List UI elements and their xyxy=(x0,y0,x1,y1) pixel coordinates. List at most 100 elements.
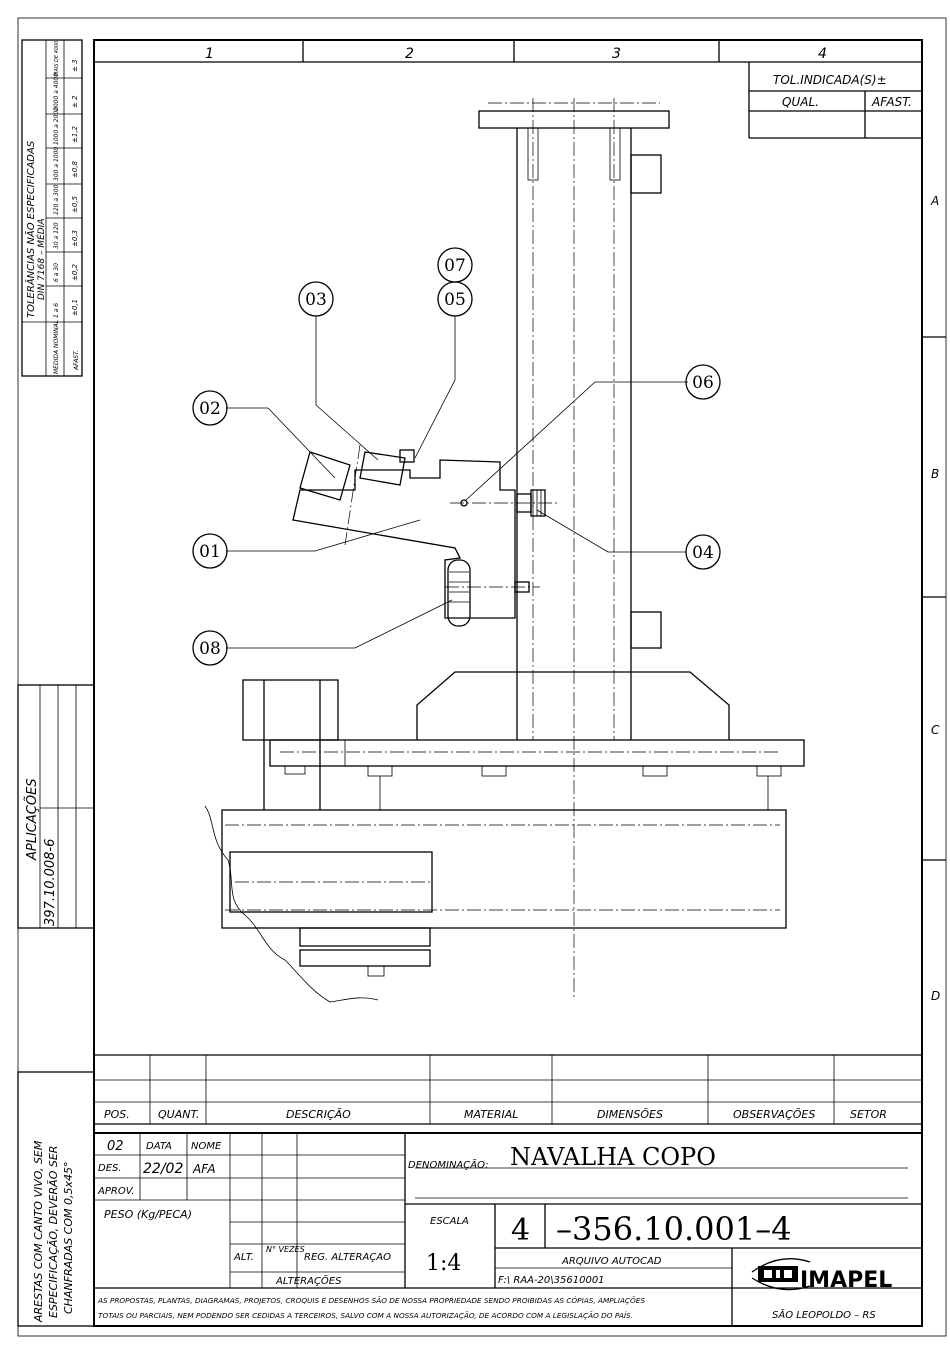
alteracoes-label: ALTERAÇÕES xyxy=(275,1274,342,1287)
parts-header-material: MATERIAL xyxy=(464,1108,518,1121)
tol-range-4: 120 a 300 xyxy=(53,184,60,215)
balloon-04-label: 04 xyxy=(692,543,714,563)
balloon-02-label: 02 xyxy=(199,399,221,419)
peso-label: PESO (Kg/PECA) xyxy=(104,1208,192,1221)
tol-value-1: ±0,1 xyxy=(71,299,79,316)
parts-header-pos: POS. xyxy=(104,1108,130,1121)
denominacao-label: DENOMINAÇÃO: xyxy=(408,1158,489,1171)
nvezes-label: N° VEZES xyxy=(266,1245,305,1254)
arquivo-path: F:\ RAA-20\35610001 xyxy=(498,1275,605,1286)
tol-value-8: ± 3 xyxy=(71,59,79,72)
base-structure xyxy=(204,671,805,1003)
vertical-column xyxy=(478,98,670,1000)
company-logo: IMAPEL xyxy=(751,1258,892,1293)
tol-value-5: ±0,8 xyxy=(71,160,79,178)
balloon-06-label: 06 xyxy=(692,373,714,393)
parts-header-setor: SETOR xyxy=(850,1108,887,1121)
zone-columns: 1 2 3 4 xyxy=(94,40,922,63)
arquivo-label: ARQUIVO AUTOCAD xyxy=(561,1256,662,1267)
balloon-07: 07 xyxy=(437,247,473,283)
tol-qual-label: QUAL. xyxy=(782,95,819,109)
balloon-05: 05 xyxy=(437,281,473,317)
zone-col-1: 1 xyxy=(205,46,214,62)
alt-label: ALT. xyxy=(233,1252,254,1263)
balloon-04: 04 xyxy=(685,534,721,570)
parts-header-quant: QUANT. xyxy=(158,1108,199,1121)
tol-afast-label: AFAST. xyxy=(73,350,80,371)
des-name: AFA xyxy=(192,1162,216,1176)
balloon-08: 08 xyxy=(192,630,228,666)
leader-lines xyxy=(226,316,688,649)
tol-range-6: 1000 a 2000 xyxy=(53,107,60,145)
escala-value: 1:4 xyxy=(426,1251,461,1276)
revision-number: 02 xyxy=(107,1139,124,1154)
data-label: DATA xyxy=(146,1141,172,1152)
denominacao-value: NAVALHA COPO xyxy=(510,1143,716,1171)
indicated-tolerance-box: TOL.INDICADA(S)± QUAL. AFAST. xyxy=(748,62,922,139)
balloon-03: 03 xyxy=(298,281,334,317)
edges-note-line1: ARESTAS COM CANTO VIVO, SEM xyxy=(32,1140,45,1323)
parts-header-dimensoes: DIMENSÕES xyxy=(597,1108,663,1121)
tol-value-7: ± 2 xyxy=(71,95,79,108)
sheet-outer-border xyxy=(17,17,947,1337)
edges-note-line3: CHANFRADAS COM 0,5x45° xyxy=(62,1161,75,1314)
balloon-06: 06 xyxy=(685,364,721,400)
tol-value-3: ±0,3 xyxy=(71,230,79,247)
applications-box: APLICAÇÕES 397.10.008-6 xyxy=(17,684,95,929)
zone-row-d: D xyxy=(931,989,940,1003)
zone-rows: A B C D xyxy=(922,194,946,1003)
tol-value-6: ±1,2 xyxy=(71,125,79,143)
tol-range-2: 6 a 30 xyxy=(53,263,60,282)
title-block: 02 DATA NOME DES. 22/02 AFA APROV. PESO … xyxy=(94,1132,922,1326)
tol-range-5: 300 a 1000 xyxy=(53,147,60,181)
nome-label: NOME xyxy=(191,1141,222,1152)
tol-range-3: 30 a 120 xyxy=(53,222,60,249)
zone-row-c: C xyxy=(931,723,940,737)
tol-range-8: MAIS DE 4000 xyxy=(54,41,60,76)
sheet-format: 4 xyxy=(511,1213,530,1248)
zone-col-4: 4 xyxy=(818,46,827,62)
drawing-frame xyxy=(93,39,923,1327)
tol-medida-label: MEDIDA NOMINAL xyxy=(53,320,60,374)
tol-range-7: 2000 a 4000 xyxy=(53,73,60,111)
knife-holder-body xyxy=(292,444,560,627)
parts-header-descricao: DESCRIÇÃO xyxy=(286,1108,351,1121)
balloon-02: 02 xyxy=(192,390,228,426)
company-name: IMAPEL xyxy=(800,1268,892,1293)
tol-value-2: ±0,2 xyxy=(71,263,79,281)
drawing-number: –356.10.001–4 xyxy=(556,1210,792,1248)
company-city: SÃO LEOPOLDO – RS xyxy=(772,1308,876,1321)
edges-note-line2: ESPECIFICAÇÃO, DEVERÃO SER xyxy=(47,1146,60,1318)
tol-afast-label: AFAST. xyxy=(871,95,912,109)
des-label: DES. xyxy=(98,1163,122,1174)
tol-table-subtitle: DIN 7168 – MÉDIA xyxy=(35,219,47,301)
aprov-label: APROV. xyxy=(97,1186,135,1197)
balloon-01-label: 01 xyxy=(199,542,221,562)
balloon-01: 01 xyxy=(192,533,228,569)
disclaimer-line2: TOTAIS OU PARCIAIS, NEM PODENDO SER CEDI… xyxy=(98,1311,633,1320)
balloon-05-label: 05 xyxy=(444,290,466,310)
tol-table-title: TOLERÂNCIAS NÃO ESPECIFICADAS xyxy=(24,140,37,318)
parts-list: POS. QUANT. DESCRIÇÃO MATERIAL DIMENSÕES… xyxy=(94,1054,922,1125)
tol-indicada-title: TOL.INDICADA(S)± xyxy=(773,73,887,87)
escala-label: ESCALA xyxy=(430,1216,469,1227)
des-date: 22/02 xyxy=(143,1161,183,1177)
parts-header-observacoes: OBSERVAÇÕES xyxy=(733,1108,815,1121)
balloon-07-label: 07 xyxy=(444,256,466,276)
applications-title: APLICAÇÕES xyxy=(24,778,40,861)
balloon-03-label: 03 xyxy=(305,290,327,310)
zone-row-b: B xyxy=(931,467,939,481)
tol-value-4: ±0,5 xyxy=(71,195,79,213)
reg-alteracao-label: REG. ALTERAÇAO xyxy=(304,1252,391,1263)
mechanical-drawing: 01 02 03 04 05 06 07 08 xyxy=(192,98,805,1003)
applications-code: 397.10.008-6 xyxy=(43,839,58,926)
disclaimer-line1: AS PROPOSTAS, PLANTAS, DIAGRAMAS, PROJET… xyxy=(97,1296,645,1305)
zone-col-3: 3 xyxy=(612,46,621,62)
tol-range-1: 1 a 6 xyxy=(53,303,60,318)
general-tolerances-table: TOLERÂNCIAS NÃO ESPECIFICADAS DIN 7168 –… xyxy=(21,39,83,377)
zone-col-2: 2 xyxy=(405,46,414,62)
balloon-08-label: 08 xyxy=(199,639,221,659)
zone-row-a: A xyxy=(930,194,939,208)
edges-note: ARESTAS COM CANTO VIVO, SEM ESPECIFICAÇÃ… xyxy=(17,1071,95,1327)
